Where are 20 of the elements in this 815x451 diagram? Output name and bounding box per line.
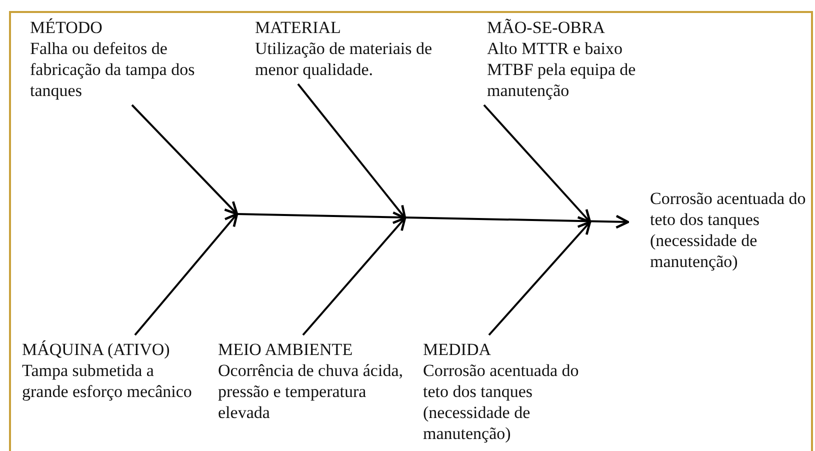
category-heading: MEIO AMBIENTE [218,339,354,360]
arrow [134,212,238,336]
cause-text: Alto MTTR e baixo MTBF pela equipa de manutenção [487,38,637,101]
arrow [483,104,592,224]
arrow [302,216,406,336]
effect-text: Corrosão acentuada do teto dos tanques (necessidade de manutenção) [650,188,807,272]
cause-text: Tampa submetida a grande esforço mecânico [22,360,193,402]
cause-text: Utilização de materiais de menor qualidade. [255,38,433,80]
category-heading: MÁQUINA (ATIVO) [22,339,171,360]
cause-text: Corrosão acentuada do teto dos tanques (necessidade de manutenção) [423,360,580,444]
cause-text: Ocorrência de chuva ácida, pressão e temperatura elevada [218,360,403,423]
arrow [236,213,630,229]
category-heading: MATERIAL [255,17,342,38]
cause-text: Falha ou defeitos de fabricação da tampa dos tanques [30,38,196,101]
arrow [131,104,238,216]
category-heading: MÉTODO [30,17,104,38]
arrow [297,83,406,220]
arrow [488,220,592,336]
category-heading: MEDIDA [423,339,492,360]
category-heading: MÃO-SE-OBRA [487,17,606,38]
